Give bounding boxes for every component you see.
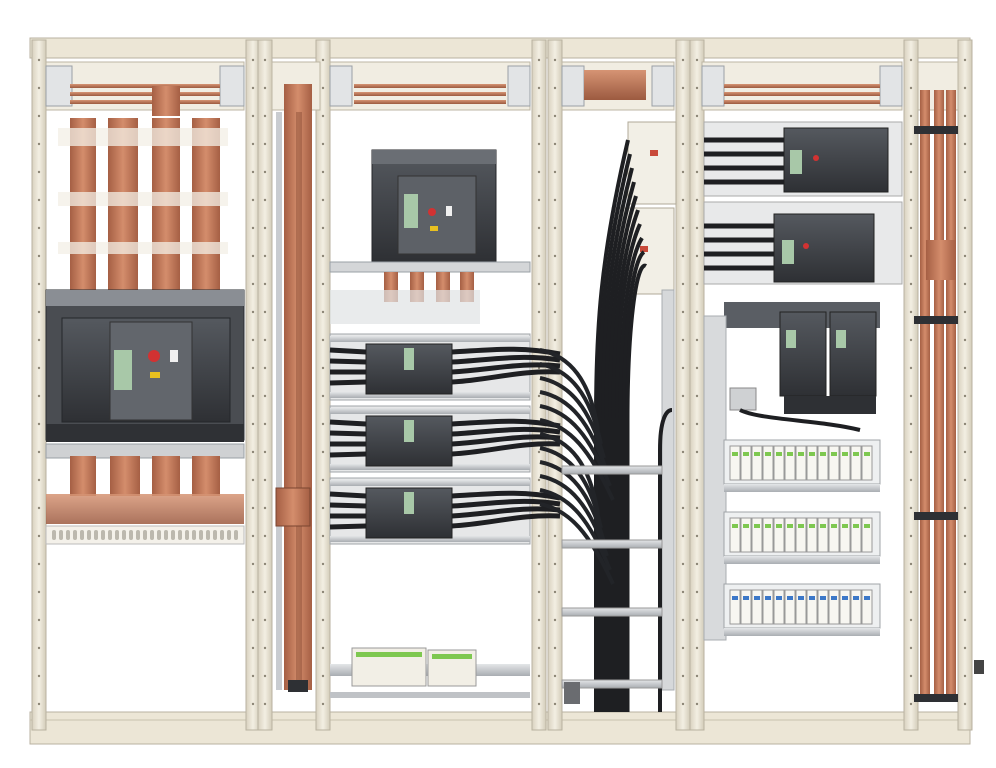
- modular-device: [762, 517, 774, 553]
- frame: [29, 37, 973, 745]
- horizontal-busbars-top: [70, 84, 220, 104]
- modular-device: [806, 589, 818, 625]
- modular-device: [839, 517, 851, 553]
- frame-post: [257, 39, 273, 731]
- section-cable-riser: [539, 61, 677, 712]
- modular-devices: [703, 315, 881, 641]
- modular-device: [817, 445, 829, 481]
- frame-post: [957, 39, 973, 731]
- modular-device: [850, 517, 862, 553]
- modular-device: [729, 445, 741, 481]
- modular-device: [861, 445, 873, 481]
- modular-device: [795, 445, 807, 481]
- modular-device: [762, 445, 774, 481]
- modular-device: [784, 445, 796, 481]
- compact-breakers: [724, 302, 880, 414]
- moulded-case-breakers: [329, 333, 561, 545]
- modular-device: [839, 445, 851, 481]
- modular-device: [751, 445, 763, 481]
- modular-device: [751, 589, 763, 625]
- section-feeders: [329, 61, 561, 698]
- section-end-riser: [914, 61, 984, 702]
- small-din-rail-block: [330, 647, 530, 698]
- vertical-busbars-outgoing: [45, 443, 245, 545]
- cable-tray-brackets: [561, 465, 663, 689]
- modular-device: [773, 589, 785, 625]
- modular-device: [850, 445, 862, 481]
- modular-device: [850, 589, 862, 625]
- section-busbar-duct: [271, 61, 321, 692]
- modular-device: [740, 589, 752, 625]
- modular-device: [806, 445, 818, 481]
- main-air-circuit-breaker: [45, 289, 245, 442]
- frame-post: [903, 39, 919, 731]
- section-distribution: [701, 61, 903, 641]
- top-frame-rail: [29, 37, 971, 59]
- modular-device: [817, 589, 829, 625]
- modular-device: [828, 589, 840, 625]
- modular-device: [784, 517, 796, 553]
- modular-device: [806, 517, 818, 553]
- modular-device: [839, 589, 851, 625]
- modular-device: [861, 589, 873, 625]
- distribution-breakers-upper: [703, 121, 903, 285]
- modular-device: [795, 517, 807, 553]
- modular-device: [828, 517, 840, 553]
- frame-post: [531, 39, 547, 731]
- modular-device: [795, 589, 807, 625]
- modular-device: [784, 589, 796, 625]
- trip-button: [148, 350, 160, 362]
- modular-device: [773, 445, 785, 481]
- bottom-frame-rail: [29, 711, 971, 745]
- modular-device: [828, 445, 840, 481]
- modular-device: [740, 517, 752, 553]
- modular-device: [729, 517, 741, 553]
- modular-device: [861, 517, 873, 553]
- modular-device: [817, 517, 829, 553]
- modular-device: [740, 445, 752, 481]
- modular-device: [773, 517, 785, 553]
- section-incomer: [45, 61, 245, 545]
- vertical-busbars-incomer: [58, 118, 228, 290]
- feeder-air-circuit-breaker: [371, 149, 497, 263]
- modular-device: [762, 589, 774, 625]
- modular-device: [729, 589, 741, 625]
- modular-device: [751, 517, 763, 553]
